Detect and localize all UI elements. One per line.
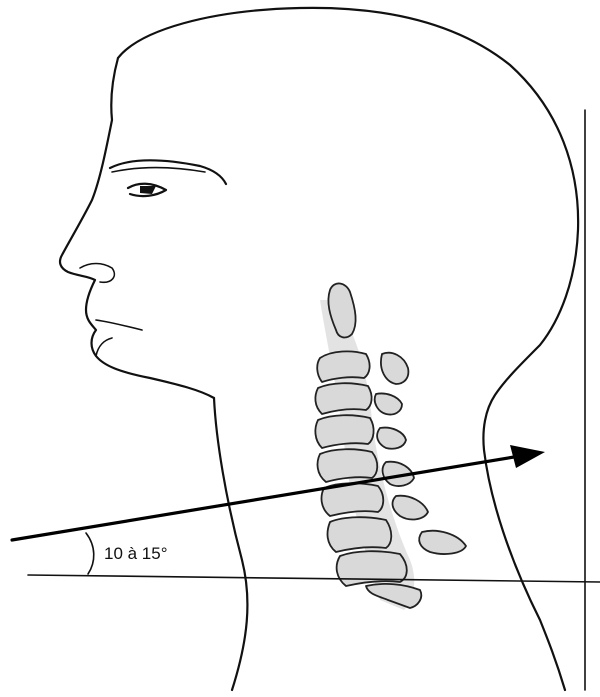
spinous-process [381,353,408,384]
head-profile [60,8,578,690]
vertebral-body [337,551,407,586]
face-details [80,160,226,356]
spinous-process [393,496,428,520]
angle-arc [86,533,94,574]
arrowhead [510,445,545,468]
spinous-process [377,428,406,449]
eyebrow [110,160,226,184]
vertebral-body [328,517,392,552]
cervical-spine [315,283,466,610]
spinous-process [419,531,466,554]
horizontal-reference-line [28,575,600,582]
vertebral-body [318,449,378,482]
spinous-process [375,393,402,414]
mouth [96,320,142,330]
angle-indicator: 10 à 15° [86,533,168,574]
angle-label: 10 à 15° [104,544,168,563]
vertebral-body [315,383,371,414]
reference-lines [28,110,600,690]
incidence-ray [12,445,545,540]
nose [80,264,114,283]
vertebral-body [315,415,373,448]
vertebral-body [317,351,369,382]
